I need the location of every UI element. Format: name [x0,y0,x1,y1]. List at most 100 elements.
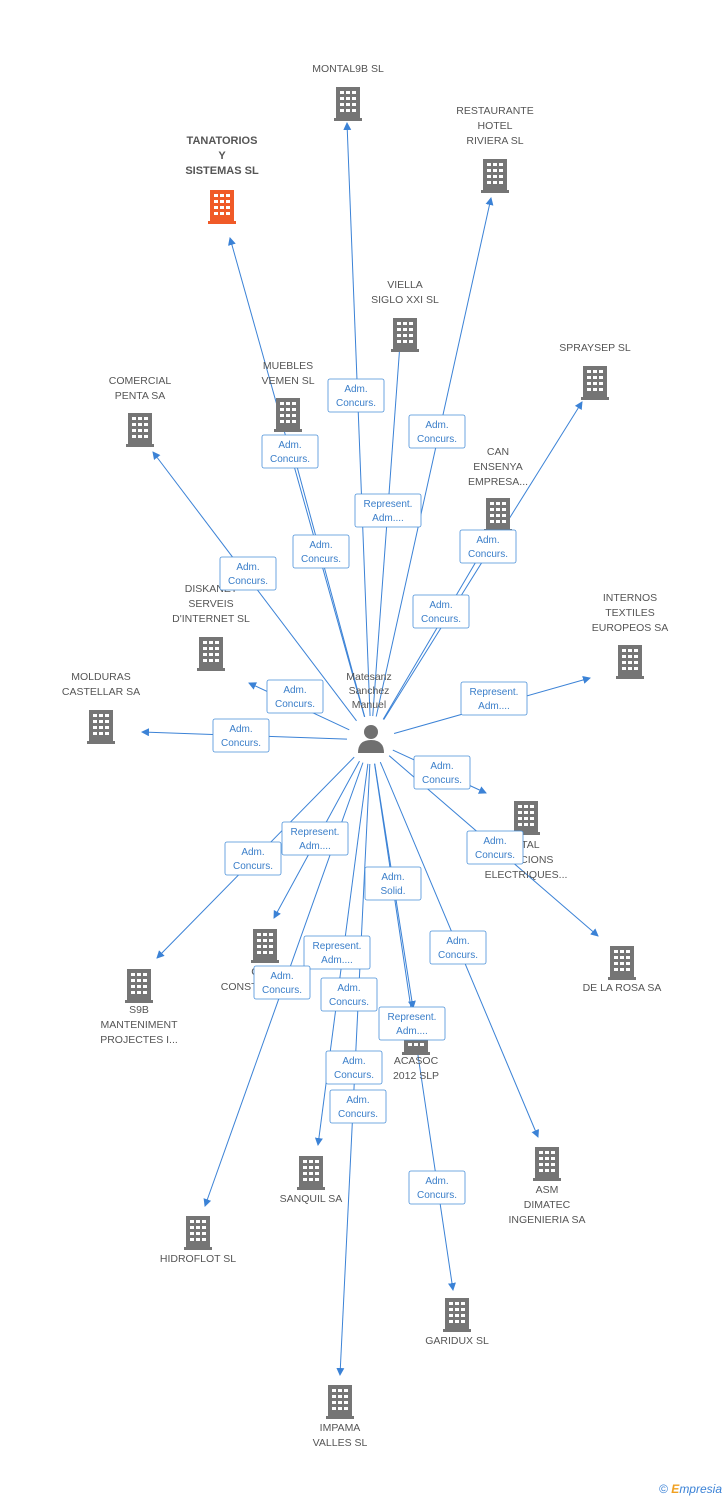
relation-label-muebles[interactable]: Adm.Concurs. [292,534,350,569]
node-label[interactable]: SPRAYSEP SL [559,342,631,354]
building-icon[interactable] [251,929,279,963]
relation-label-asm[interactable]: Adm.Concurs. [429,930,487,965]
building-icon[interactable] [297,1156,325,1190]
node-label[interactable]: SANQUIL SA [280,1193,343,1205]
relation-label-delarosa[interactable]: Adm.Concurs. [466,830,524,865]
relation-text: Represent.Adm.... [470,687,519,712]
node-spraysep[interactable]: SPRAYSEP SL [559,342,631,400]
person-icon[interactable] [358,725,384,753]
building-icon[interactable] [274,398,302,432]
relation-text: Represent.Adm.... [291,827,340,852]
relation-label-hidroflot[interactable]: Adm.Concurs. [253,965,311,1000]
relation-text: Represent.Adm.... [364,499,413,524]
building-icon[interactable] [125,969,153,1003]
relation-label-sanquil[interactable]: Adm.Concurs. [325,1050,383,1085]
building-icon[interactable] [481,159,509,193]
building-icon[interactable] [581,366,609,400]
node-label[interactable]: HIDROFLOT SL [160,1253,236,1265]
relation-label-spraysep[interactable]: Adm.Concurs. [412,594,470,629]
relation-label-sanquil[interactable]: Adm.Concurs. [329,1089,387,1124]
relation-label-tanatorios[interactable]: Adm.Concurs. [261,434,319,469]
relation-label-canensenya[interactable]: Adm.Concurs. [459,529,517,564]
relation-label-molduras[interactable]: Adm.Concurs. [212,718,270,753]
relation-text: Adm.Concurs. [228,562,268,587]
building-icon[interactable] [197,637,225,671]
brand-logo-text[interactable]: mpresia [679,1482,722,1496]
building-icon[interactable] [512,801,540,835]
building-icon[interactable] [443,1298,471,1332]
building-icon[interactable] [334,87,362,121]
node-sanquil[interactable]: SANQUIL SA [280,1156,343,1205]
building-icon[interactable] [608,946,636,980]
node-delarosa[interactable]: DE LA ROSA SA [583,946,662,994]
relation-label-s9b[interactable]: Adm.Concurs. [224,841,282,876]
relation-label-sanquil[interactable]: Represent.Adm.... [303,935,371,970]
relation-label-acasoc[interactable]: Adm.Solid. [364,866,422,901]
building-icon[interactable] [533,1147,561,1181]
relation-label-viella[interactable]: Represent.Adm.... [354,493,422,528]
edge-tanatorios [228,237,365,718]
relation-label-impama[interactable]: Adm.Concurs. [320,977,378,1012]
relation-label-gui[interactable]: Represent.Adm.... [281,821,349,856]
relation-label-diskanet[interactable]: Adm.Concurs. [266,679,324,714]
node-montal9b[interactable]: MONTAL9B SL [312,63,384,121]
node-hidroflot[interactable]: HIDROFLOT SL [160,1216,236,1265]
relation-label-instal[interactable]: Adm.Concurs. [413,755,471,790]
building-icon[interactable] [391,318,419,352]
building-icon[interactable] [184,1216,212,1250]
relation-label-internos[interactable]: Represent.Adm.... [460,681,528,716]
building-icon[interactable] [126,413,154,447]
building-icon[interactable] [484,498,512,532]
relation-text: Adm.Concurs. [301,540,341,565]
building-icon[interactable] [87,710,115,744]
relation-label-restaurante[interactable]: Adm.Concurs. [408,414,466,449]
brand-logo-initial[interactable]: E [671,1482,680,1496]
relation-text: Represent.Adm.... [313,941,362,966]
relation-text: Adm.Concurs. [233,847,273,872]
building-icon[interactable] [326,1385,354,1419]
node-label[interactable]: DE LA ROSA SA [583,982,662,994]
relation-label-montal9b[interactable]: Adm.Concurs. [327,378,385,413]
copyright-symbol: © [659,1482,668,1496]
relation-label-comercial[interactable]: Adm.Concurs. [219,556,277,591]
relation-label-acasoc[interactable]: Represent.Adm.... [378,1006,446,1041]
relations-layer: Adm.Concurs.Adm.Concurs.Represent.Adm...… [212,378,528,1205]
node-label[interactable]: GARIDUX SL [425,1335,489,1347]
node-label[interactable]: MONTAL9B SL [312,63,384,75]
building-icon[interactable] [208,190,236,224]
relation-label-garidux[interactable]: Adm.Concurs. [408,1170,466,1205]
relation-text: Represent.Adm.... [388,1012,437,1037]
building-icon[interactable] [616,645,644,679]
relation-text: Adm.Concurs. [417,1176,457,1201]
node-garidux[interactable]: GARIDUX SL [425,1298,489,1347]
